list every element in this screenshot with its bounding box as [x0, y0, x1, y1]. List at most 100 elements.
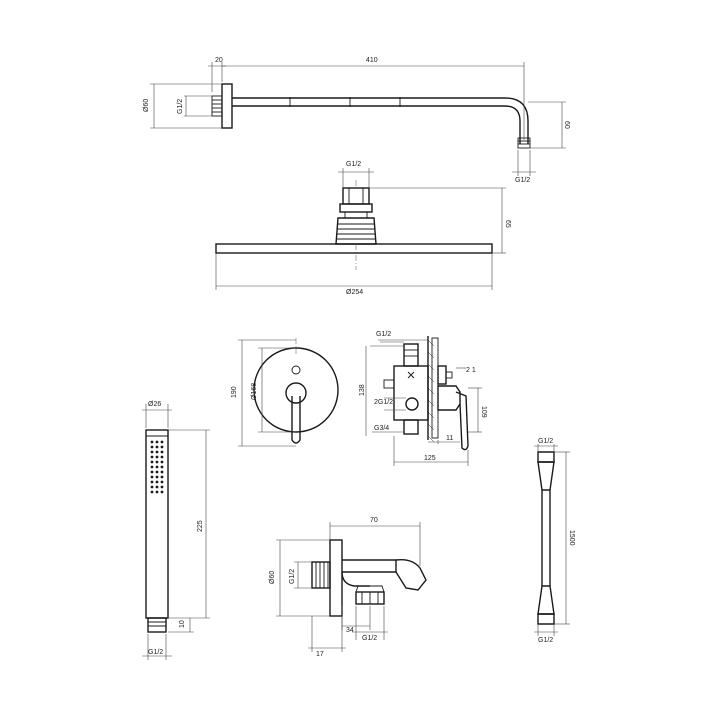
nozzle-dot: [155, 475, 159, 479]
mixer-body: [393, 365, 429, 421]
nozzle-dot: [160, 485, 164, 489]
mixer-thread-top-label: G1/2: [376, 331, 391, 338]
hose-cone-bottom: [537, 585, 555, 615]
faceplate-view: 190 Ø168: [231, 338, 339, 447]
nozzle-dot: [150, 450, 154, 454]
head-thread-label: G1/2: [346, 161, 361, 168]
lever-hub: [285, 382, 307, 404]
hose-length-label: 1500: [568, 530, 575, 546]
mixer-body-view: G1/2 138 2G1/2 G3/4 125 11 109 2 1: [359, 331, 487, 466]
nozzle-dot: [160, 440, 164, 444]
mixer-thread-bottom-label: G3/4: [374, 425, 389, 432]
shower-arm-view: 20 410 Ø60 G1/2 60 G1/2: [143, 57, 570, 184]
diverter-stem: [437, 365, 447, 385]
head-thread: [342, 187, 370, 205]
nozzle-dot: [150, 465, 154, 469]
hand-shower-diameter-label: Ø26: [148, 401, 161, 408]
outlet-flange-diameter-label: Ø60: [269, 571, 276, 584]
head-height-label: 65: [504, 220, 511, 228]
diverter-knob: [291, 365, 301, 375]
nozzle-dot: [150, 460, 154, 464]
hose-thread-top-label: G1/2: [538, 438, 553, 445]
outlet-thread-outlet-label: G1/2: [362, 635, 377, 642]
nozzle-dot: [150, 475, 154, 479]
outlet-flange-thickness-label: 17: [316, 651, 324, 658]
mixer-port-circle: [405, 397, 419, 411]
mixer-position-marks: 2 1: [466, 367, 476, 374]
mixer-faceplate-edge: [431, 337, 439, 439]
hose-nut-bottom: [537, 613, 555, 625]
mixer-width-label: 125: [424, 455, 436, 462]
nozzle-dot: [150, 440, 154, 444]
nozzle-dot: [155, 450, 159, 454]
arm-length-label: 410: [366, 57, 378, 64]
hand-shower-connector-label: 10: [179, 620, 186, 628]
mixer-top-port: [403, 343, 419, 367]
hand-shower-view: Ø26 225 10 G1/2: [142, 401, 210, 660]
nozzle-dot: [160, 465, 164, 469]
nozzle-dot: [160, 460, 164, 464]
lever-cartridge: [437, 385, 461, 411]
nozzle-dot: [160, 470, 164, 474]
nozzle-dot: [155, 460, 159, 464]
outlet-offset-label: 34: [346, 627, 354, 634]
mixer-min-depth-label: 11: [446, 435, 453, 442]
nozzle-dot: [155, 455, 159, 459]
lever-handle: [291, 396, 301, 444]
head-plate: [215, 243, 493, 254]
nozzle-dot: [160, 450, 164, 454]
nozzle-dot: [155, 470, 159, 474]
mixer-side-port: [383, 379, 395, 389]
faceplate-diameter-label: Ø168: [251, 383, 258, 400]
outlet-body-pipe: [342, 559, 397, 573]
outlet-thread-inlet-label: G1/2: [289, 569, 296, 584]
nozzle-dot: [155, 440, 159, 444]
hose-cone-top: [537, 461, 555, 491]
hand-shower-nozzles: [150, 440, 164, 494]
nozzle-dot: [160, 475, 164, 479]
faceplate-circle: [253, 347, 339, 433]
hose-thread-bottom-label: G1/2: [538, 637, 553, 644]
wall-outlet-view: 70 Ø60 G1/2 34 G1/2 17: [269, 517, 427, 658]
head-ball-joint: [335, 217, 377, 245]
nozzle-dot: [160, 455, 164, 459]
faceplate-height-label: 190: [231, 386, 238, 398]
mixer-bottom-port: [403, 419, 419, 435]
arm-flange-thickness-label: 20: [215, 57, 223, 64]
nozzle-dot: [150, 480, 154, 484]
arm-thread-outlet-label: G1/2: [515, 177, 530, 184]
mixer-lever-side: [455, 391, 469, 451]
nozzle-dot: [155, 445, 159, 449]
mixer-ports-label: 2G1/2: [374, 399, 393, 406]
arm-wall-flange: [221, 83, 233, 129]
nozzle-dot: [160, 445, 164, 449]
shower-head-view: G1/2 65 Ø254: [215, 161, 511, 296]
outlet-holder: [395, 558, 427, 591]
hand-shower-connector: [147, 617, 167, 633]
arm-thread-inlet: [211, 95, 223, 117]
head-nut: [339, 203, 373, 213]
outlet-length-label: 70: [370, 517, 378, 524]
nozzle-dot: [150, 455, 154, 459]
hand-shower-length-label: 225: [197, 520, 204, 532]
arm-pipe-upper: [232, 97, 529, 144]
nozzle-dot: [150, 485, 154, 489]
nozzle-dot: [155, 465, 159, 469]
arm-drop-height-label: 60: [563, 121, 570, 129]
head-diameter-label: Ø254: [346, 289, 363, 296]
nozzle-dot: [150, 470, 154, 474]
outlet-thread-inlet: [311, 561, 331, 589]
nozzle-dot: [155, 480, 159, 484]
arm-flange-diameter-label: Ø60: [143, 99, 150, 112]
nozzle-dot: [160, 480, 164, 484]
nozzle-dot: [155, 490, 159, 494]
nozzle-dot: [160, 490, 164, 494]
hand-shower-thread-label: G1/2: [148, 649, 163, 656]
arm-thread-inlet-label: G1/2: [177, 99, 184, 114]
nozzle-dot: [155, 485, 159, 489]
hose-view: G1/2 1500 G1/2: [534, 438, 575, 644]
nozzle-dot: [150, 445, 154, 449]
nozzle-dot: [150, 490, 154, 494]
